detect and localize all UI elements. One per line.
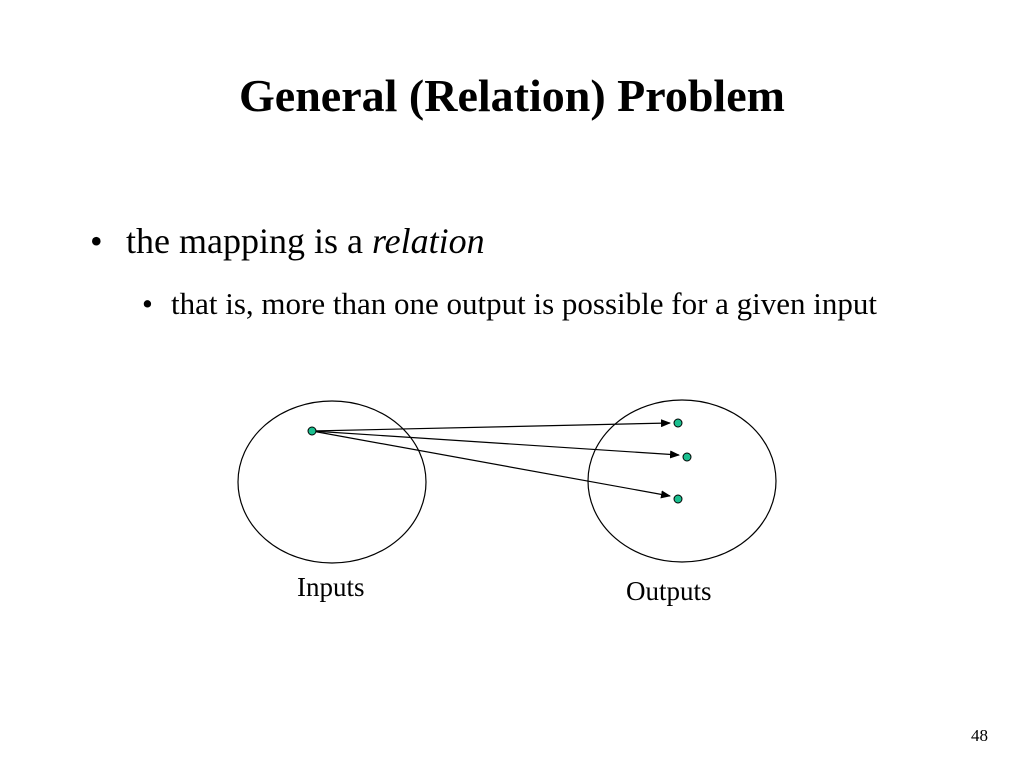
sub-bullet-item: • that is, more than one output is possi… — [142, 282, 902, 326]
output-point — [682, 452, 692, 462]
mapping-arrow — [311, 430, 671, 499]
sub-bullet-marker: • — [142, 286, 153, 321]
bullet-item: • the mapping is a relation — [90, 219, 485, 263]
input-point — [307, 426, 317, 436]
output-point — [673, 494, 683, 504]
slide-title: General (Relation) Problem — [239, 70, 785, 121]
bullet-emphasis: relation — [371, 221, 485, 261]
inputs-set-ellipse — [237, 400, 427, 564]
inputs-label: Inputs — [297, 572, 365, 602]
outputs-label: Outputs — [626, 576, 712, 606]
output-point — [673, 418, 683, 428]
sub-bullet-text: that is, more than one output is possibl… — [171, 286, 878, 321]
bullet-text: the mapping is a — [126, 221, 372, 261]
mapping-arrow — [311, 430, 680, 459]
page-number: 48 — [971, 726, 988, 745]
mapping-arrow — [311, 419, 671, 432]
bullet-marker: • — [90, 221, 103, 261]
